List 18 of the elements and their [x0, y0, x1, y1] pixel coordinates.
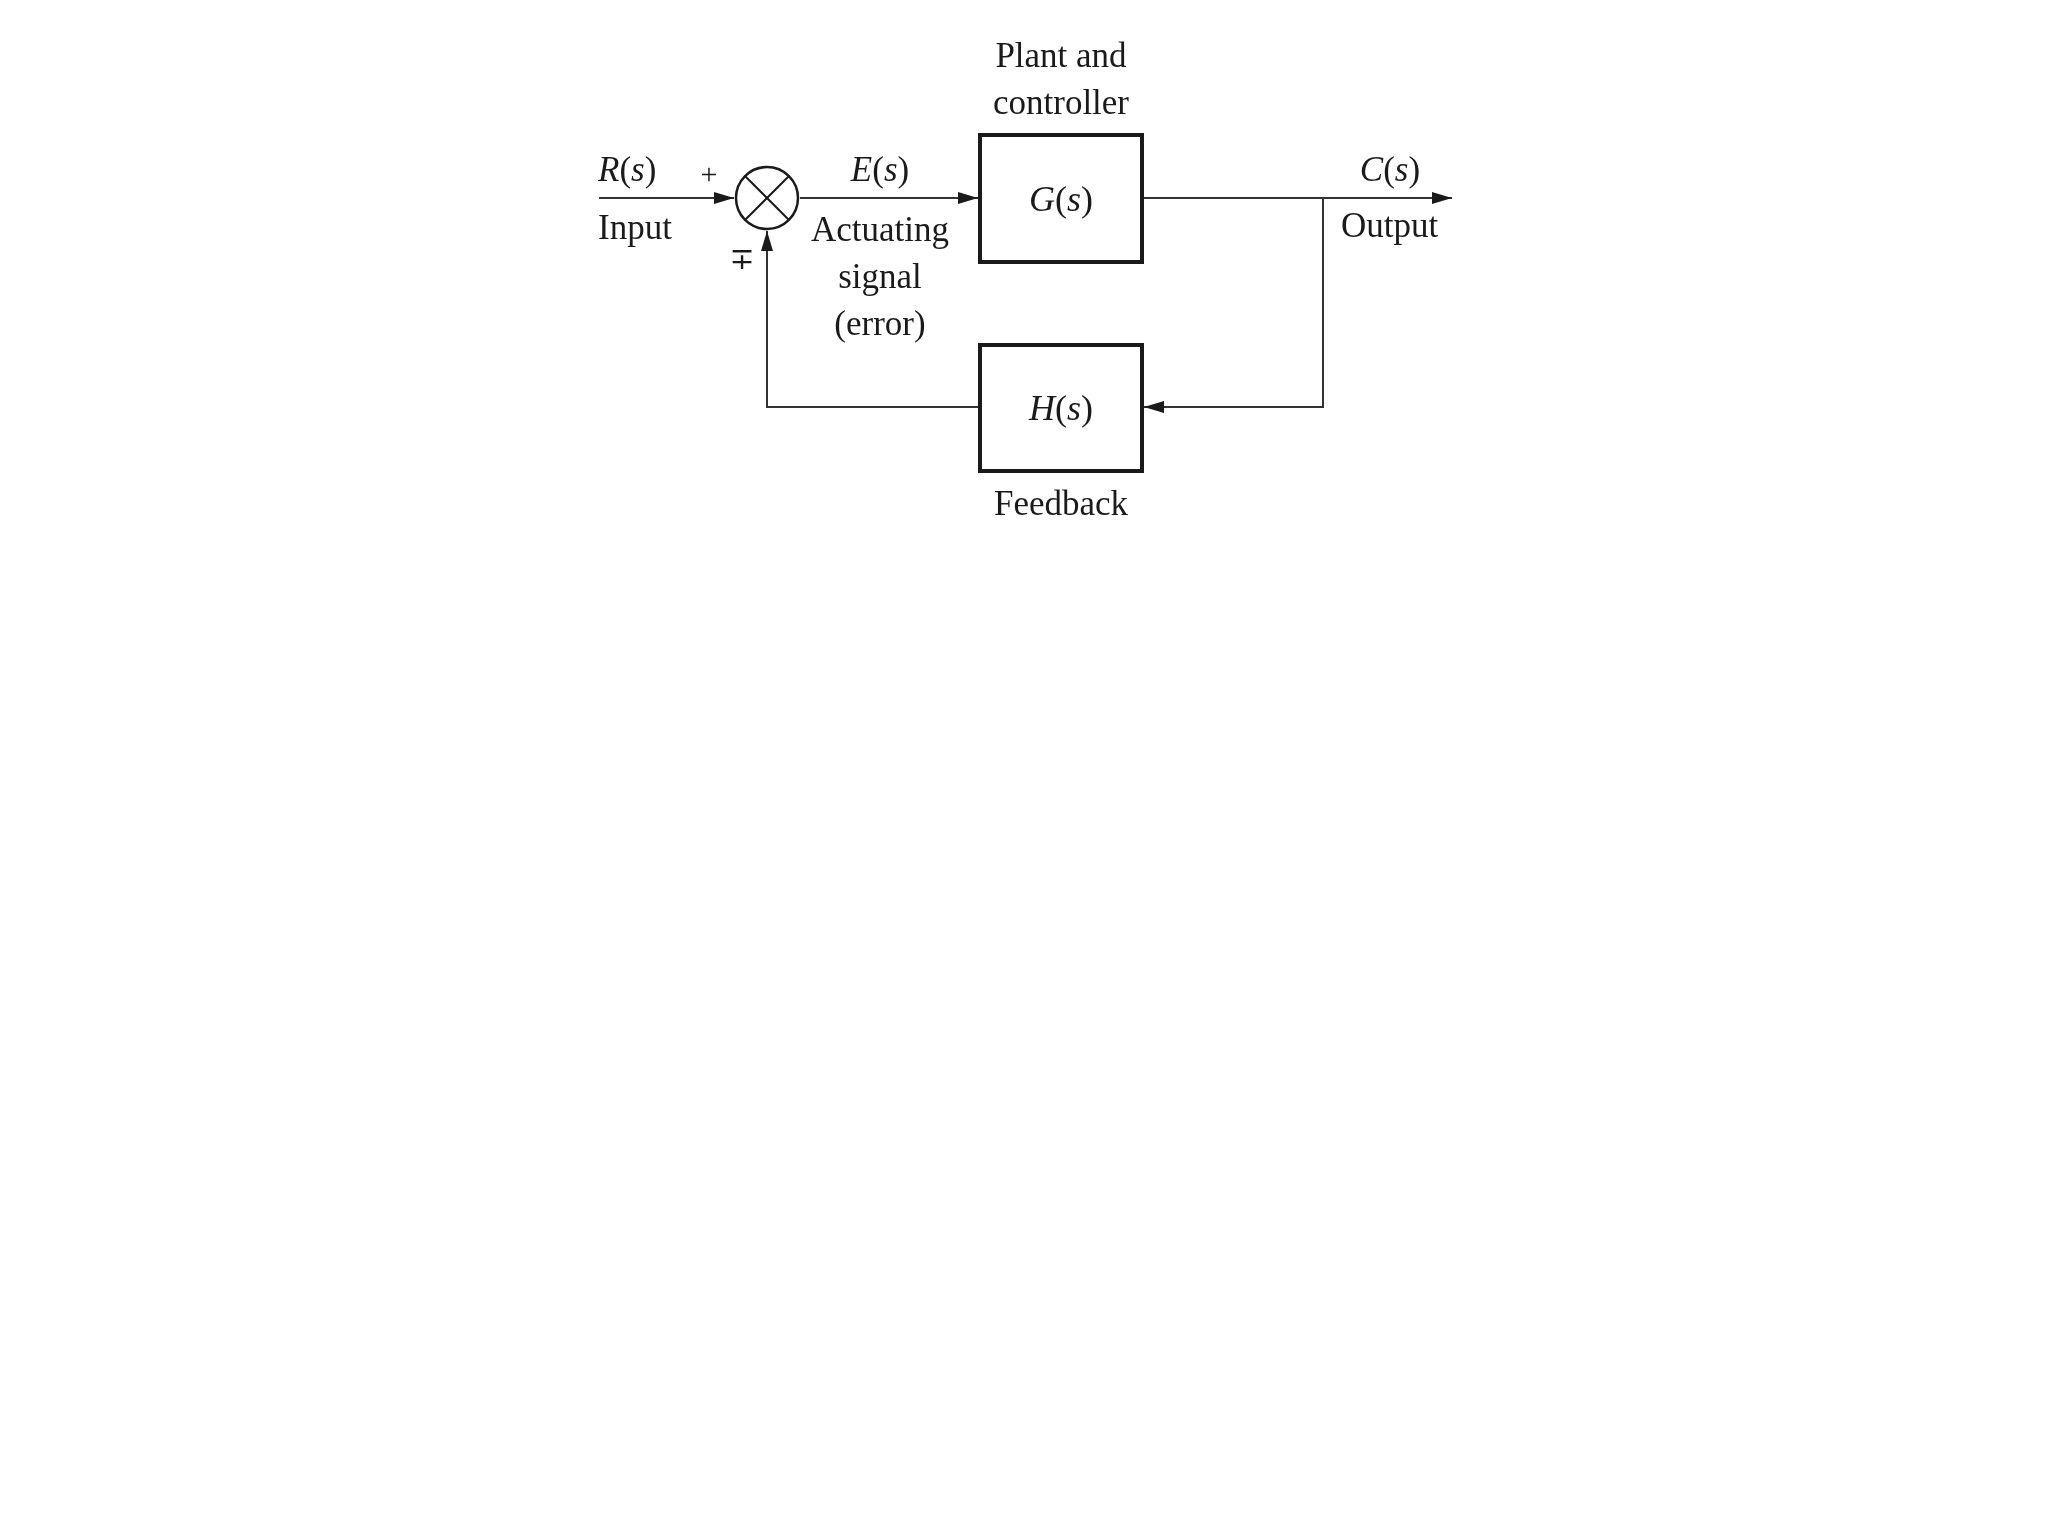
transfer-function: G(s): [1029, 177, 1093, 220]
edge-label: R(s): [598, 149, 658, 191]
block-caption: Plant and controller: [991, 35, 1131, 124]
arrow: [1143, 197, 1324, 413]
signal-label: Input: [598, 207, 673, 249]
signal-label: Output: [1341, 202, 1452, 249]
arrow: [761, 230, 979, 408]
block-box: [978, 343, 1144, 473]
edge-label: E(s): [849, 149, 911, 191]
plus-sign: +: [699, 156, 719, 192]
signal-label: Actuating signal (error): [810, 209, 950, 345]
transfer-function: H(s): [1029, 387, 1093, 429]
block-caption: Feedback: [992, 483, 1130, 525]
block-box: [978, 133, 1144, 264]
arrow: [799, 192, 979, 204]
sign-label: ∓: [728, 241, 756, 277]
arrow: [598, 192, 735, 204]
edge-label: C(s): [1358, 149, 1422, 191]
